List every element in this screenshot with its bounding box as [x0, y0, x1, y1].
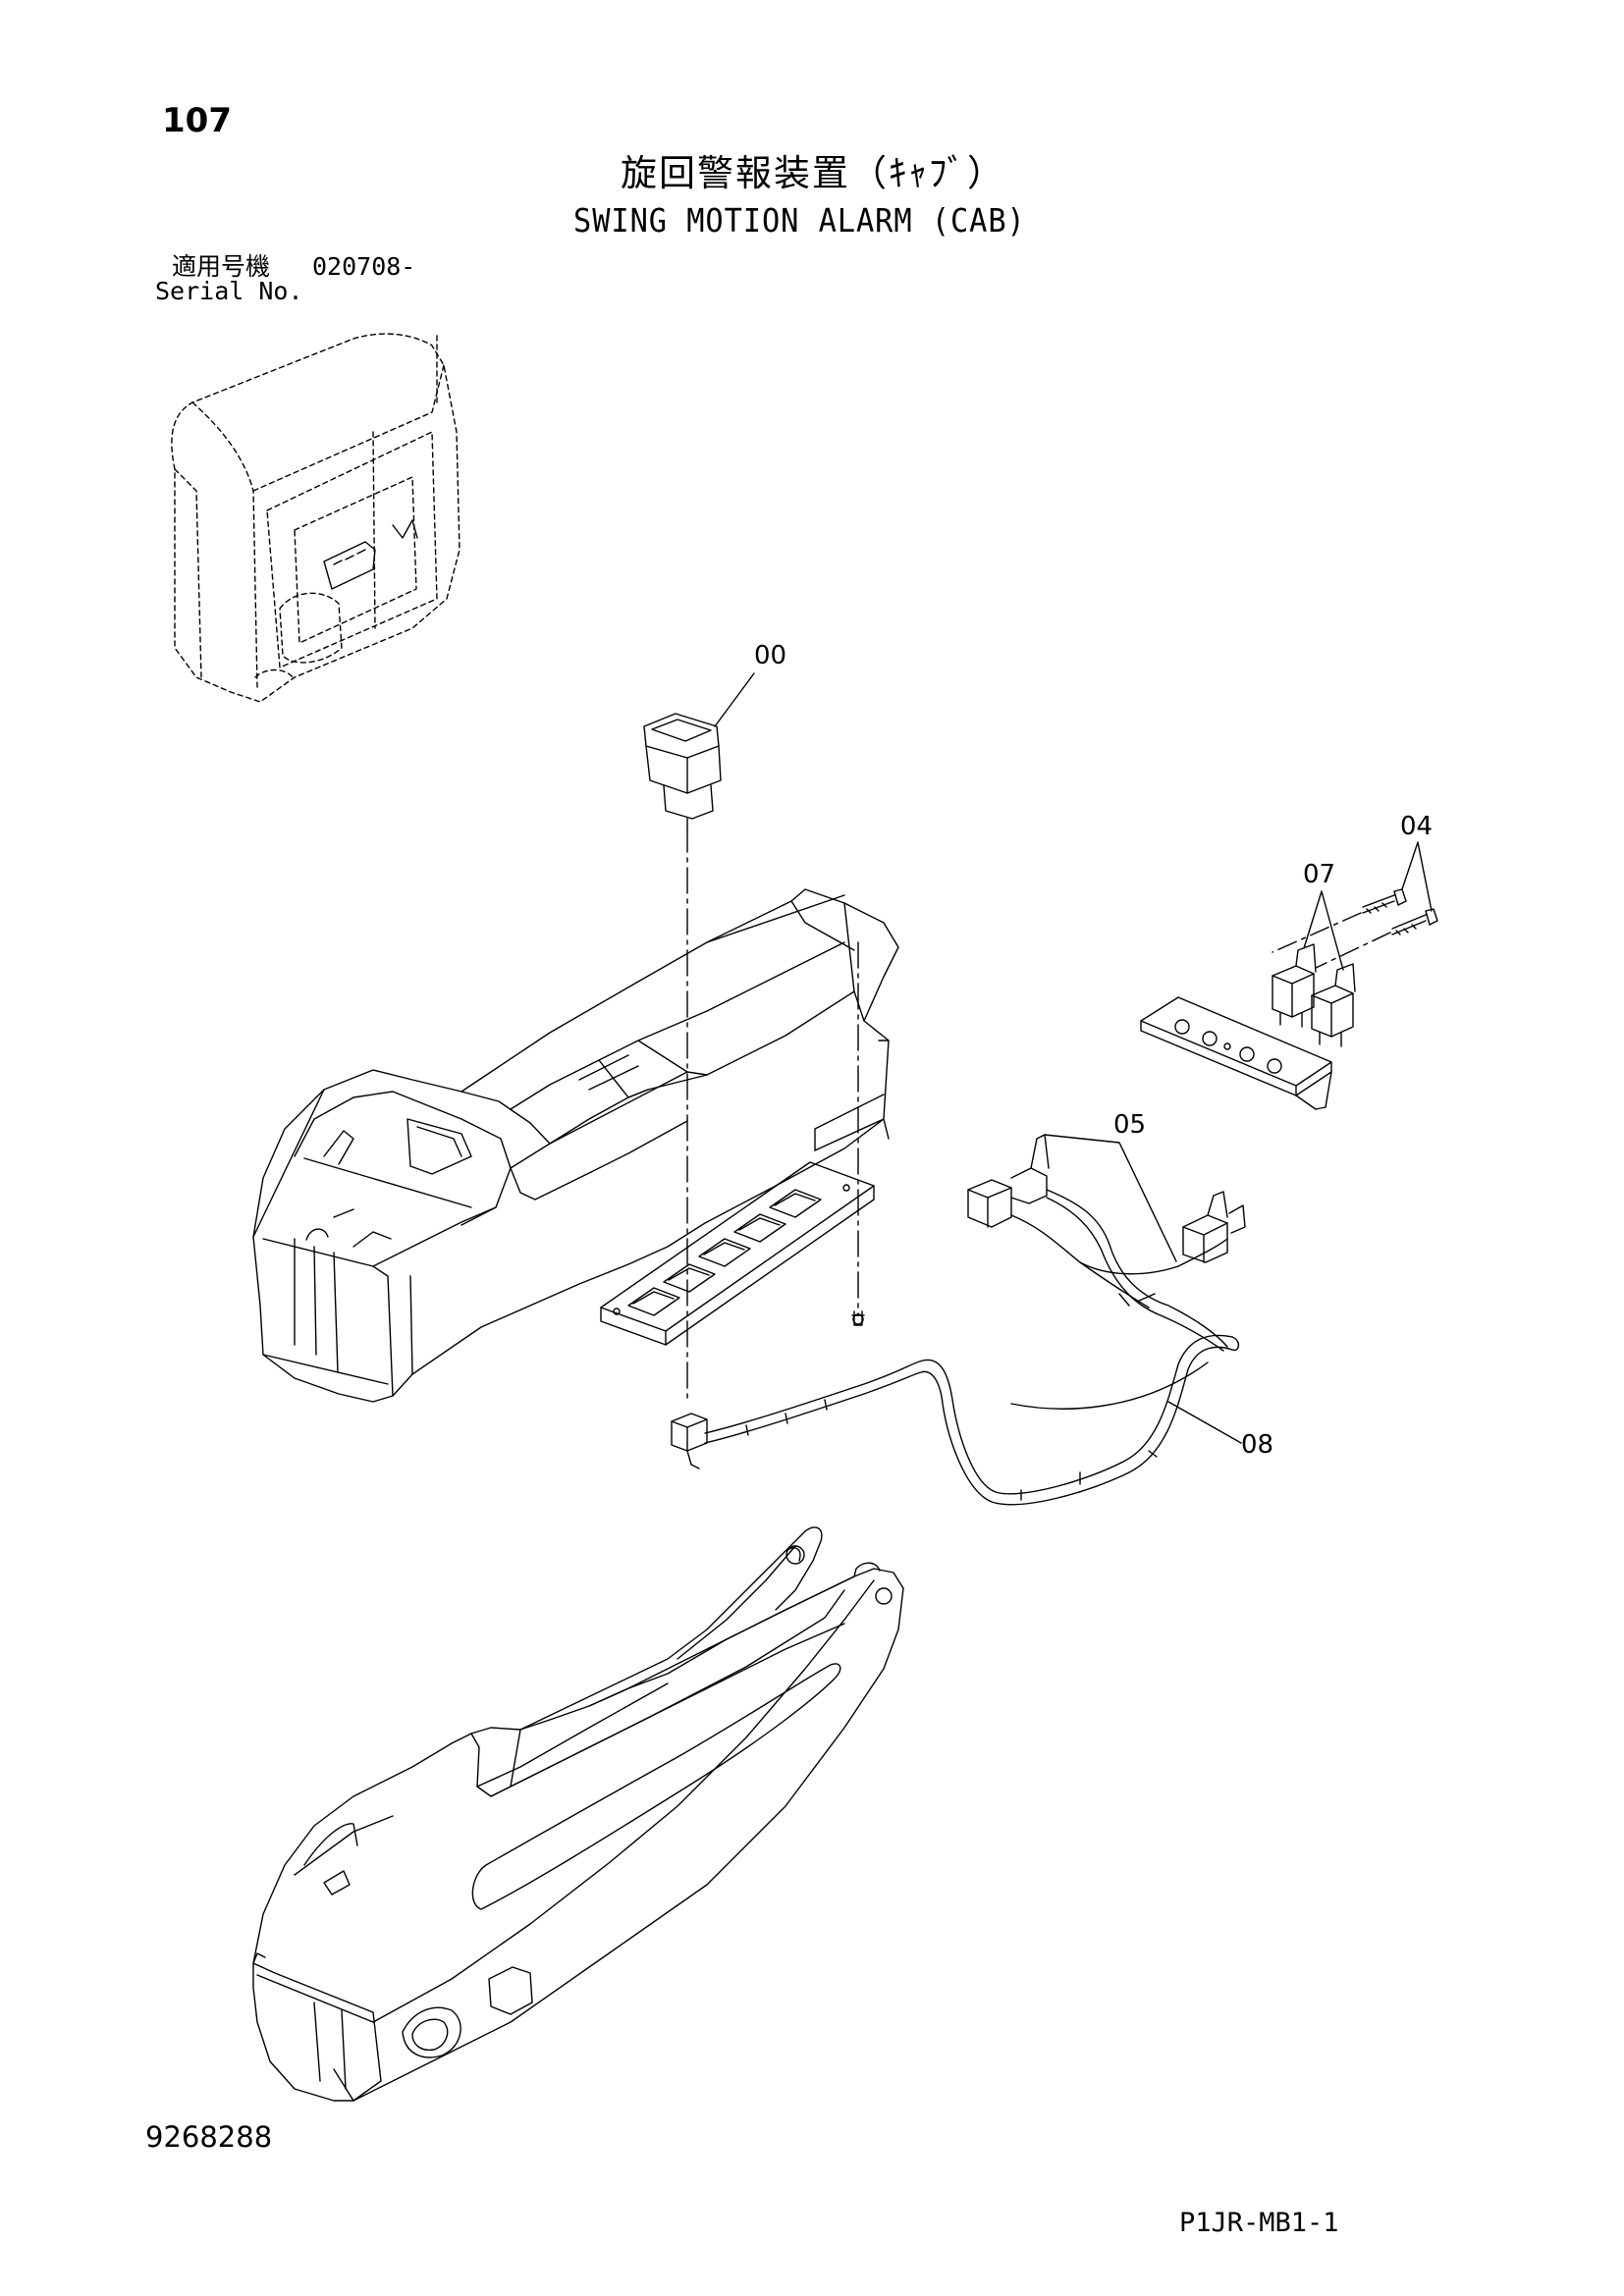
callout-04: 04 [1400, 812, 1434, 841]
part-04-screw-a [1363, 889, 1406, 913]
part-07-relay-a [1272, 944, 1316, 1027]
part-07-relay-b [1312, 964, 1355, 1046]
callout-07: 07 [1303, 860, 1336, 889]
cab-overview [172, 334, 460, 702]
serial-label-english: Serial No. [155, 277, 303, 305]
part-04-screw-b [1392, 909, 1437, 934]
leader-08 [1168, 1402, 1241, 1443]
part-00-switch [644, 714, 721, 827]
console-screw [852, 1311, 864, 1325]
leader-00 [715, 673, 754, 726]
document-number: 9268288 [145, 2120, 273, 2154]
serial-label-japanese: 適用号機 [172, 252, 271, 281]
part-08-harness [705, 1335, 1238, 1504]
switch-panel [601, 1162, 874, 1345]
center-line-04b [1316, 933, 1390, 968]
title-japanese: 旋回警報装置（ｷｬﾌﾞ） [621, 152, 1005, 194]
cab-console-hint [324, 520, 417, 589]
title-english: SWING MOTION ALARM (CAB) [573, 201, 1026, 240]
part-08-connector [672, 1414, 707, 1468]
callout-08: 08 [1241, 1430, 1274, 1460]
serial-value: 020708- [312, 252, 416, 281]
leader-04 [1402, 842, 1432, 911]
page-number: 107 [162, 101, 232, 140]
leader-05 [1045, 1135, 1176, 1261]
leader-07 [1304, 891, 1343, 970]
console-upper [253, 889, 898, 1402]
part-05-harness [968, 1135, 1245, 1351]
relay-bracket [1141, 997, 1331, 1109]
sheet-code: P1JR-MB1-1 [1179, 2208, 1339, 2238]
callout-05: 05 [1113, 1110, 1147, 1140]
callout-00: 00 [754, 641, 787, 670]
console-lower-cover [253, 1527, 903, 2101]
center-line-04a [1272, 913, 1361, 952]
